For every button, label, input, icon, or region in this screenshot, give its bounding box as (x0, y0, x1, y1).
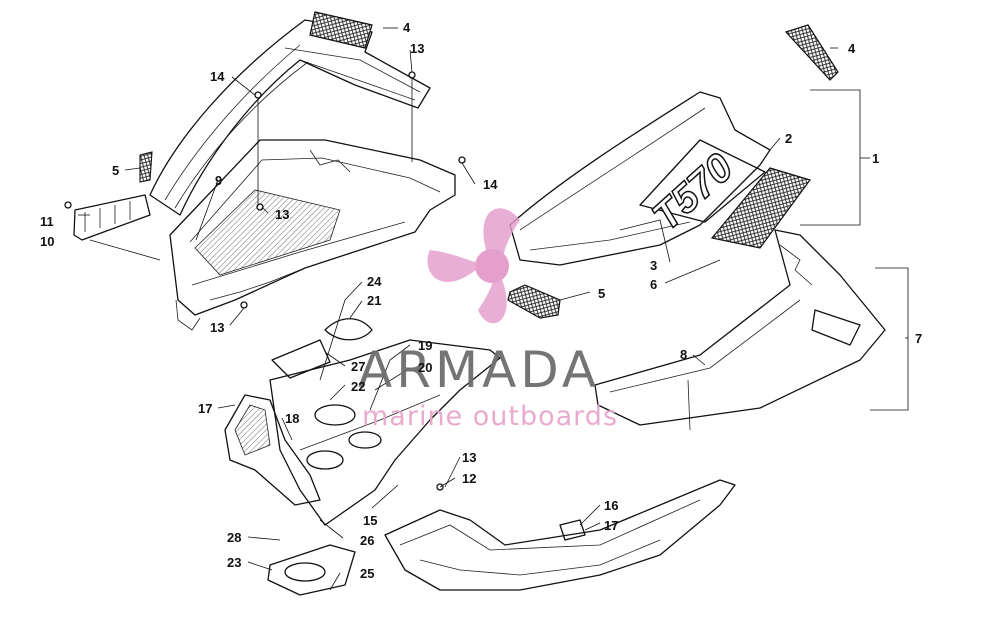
callout-25: 25 (360, 566, 374, 581)
callout-23: 23 (227, 555, 241, 570)
callout-labels: 1 2 3 4 4 5 5 6 7 8 9 10 11 12 13 13 13 … (40, 20, 922, 581)
grille-6 (710, 167, 811, 249)
callout-15: 15 (363, 513, 377, 528)
callout-5-center: 5 (598, 286, 605, 301)
side-vent-10 (73, 194, 151, 241)
callout-2: 2 (785, 131, 792, 146)
grille-5-center (507, 284, 561, 319)
watermark-brand: ARMADA (358, 341, 600, 399)
callout-13-bottom: 13 (462, 450, 476, 465)
callout-27: 27 (351, 359, 365, 374)
callout-20: 20 (418, 360, 432, 375)
callout-24: 24 (367, 274, 382, 289)
watermark-subtitle: marine outboards (362, 401, 618, 432)
callout-4-upper-left: 4 (403, 20, 411, 35)
callout-4-upper-right: 4 (848, 41, 856, 56)
leader-lines (78, 27, 909, 591)
watermark: ARMADA marine outboards (358, 208, 618, 432)
propeller-logo (427, 208, 520, 324)
callout-6: 6 (650, 277, 657, 292)
callout-8: 8 (680, 347, 687, 362)
callout-13-top: 13 (410, 41, 424, 56)
callout-14-right: 14 (483, 177, 498, 192)
hood-upper-left (149, 11, 431, 216)
callout-18: 18 (285, 411, 299, 426)
running-board (384, 479, 736, 591)
callout-28: 28 (227, 530, 241, 545)
callout-13-belly: 13 (210, 320, 224, 335)
lower-side-panel-7 (594, 229, 886, 431)
callout-13-hood: 13 (275, 207, 289, 222)
callout-16: 16 (604, 498, 618, 513)
callout-21: 21 (367, 293, 381, 308)
callout-17-left: 17 (198, 401, 212, 416)
callout-9: 9 (215, 173, 222, 188)
console-assembly (224, 318, 501, 596)
callout-12: 12 (462, 471, 476, 486)
callout-22: 22 (351, 379, 365, 394)
callout-26: 26 (360, 533, 374, 548)
grille-4-right (784, 24, 839, 81)
small-grille-5-left (139, 151, 153, 183)
callout-17-right: 17 (604, 518, 618, 533)
callout-11: 11 (40, 214, 54, 229)
callout-5-left: 5 (112, 163, 119, 178)
callout-7: 7 (915, 331, 922, 346)
callout-19: 19 (418, 338, 432, 353)
callout-1: 1 (872, 151, 879, 166)
callout-10: 10 (40, 234, 54, 249)
callout-14-left: 14 (210, 69, 225, 84)
callout-3: 3 (650, 258, 657, 273)
hood-belly-pan (169, 139, 456, 331)
